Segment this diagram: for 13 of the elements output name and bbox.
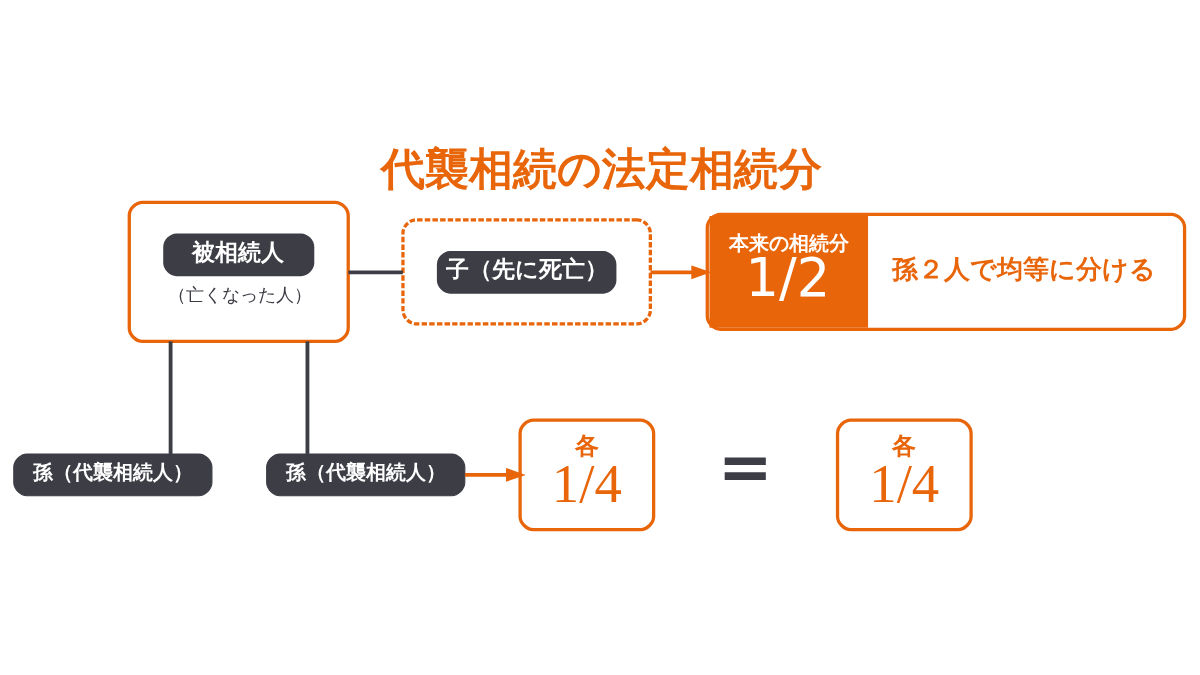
connector (305, 341, 310, 454)
node-box: 孫（代襲相続人） (266, 453, 466, 497)
node-box: 各 1/4 (835, 418, 973, 532)
node-box: 子（先に死亡） (401, 218, 652, 326)
label: = (717, 429, 773, 506)
node-box: 孫（代襲相続人） (13, 453, 213, 497)
connector (168, 341, 173, 454)
arrow (650, 265, 712, 280)
node-box: 被相続人 （亡くなった人） (127, 200, 350, 343)
diagram-title: 代襲相続の法定相続分 (381, 142, 823, 194)
arrow (465, 467, 526, 482)
node-box: 各 1/4 (518, 418, 656, 532)
connector (348, 270, 403, 275)
